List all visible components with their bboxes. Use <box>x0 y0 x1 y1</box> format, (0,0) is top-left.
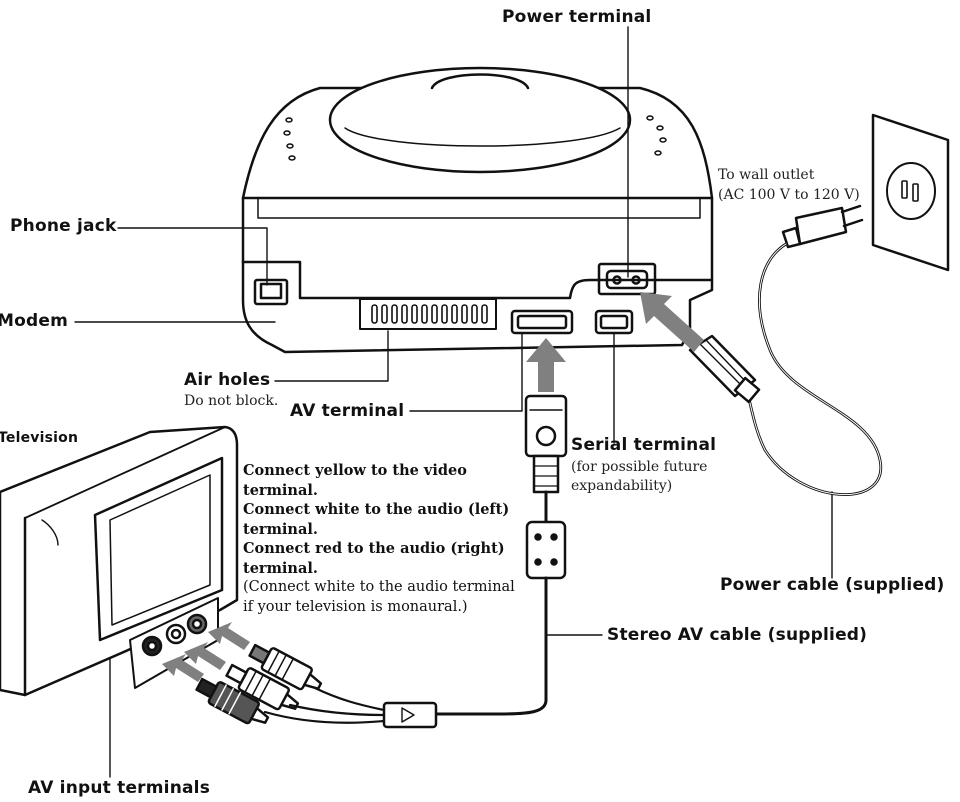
label-serial-terminal: Serial terminal <box>571 435 717 455</box>
label-modem: Modem <box>0 311 69 331</box>
instruction-line: Connect yellow to the video <box>243 462 467 479</box>
label-television: Television <box>0 430 79 446</box>
television <box>0 425 239 697</box>
av-terminal-port <box>510 309 574 335</box>
power-cable <box>688 204 883 496</box>
label-power-terminal: Power terminal <box>502 7 652 27</box>
instruction-line: terminal. <box>243 481 318 499</box>
instruction-line: Connect red to the audio (right) <box>243 540 505 557</box>
power-terminal-port <box>597 262 657 296</box>
instruction-line: (Connect white to the audio terminal <box>243 579 515 595</box>
phone-jack-port <box>253 278 289 306</box>
instruction-line: if your television is monaural.) <box>243 598 468 615</box>
wall-outlet <box>871 113 950 272</box>
instruction-line: terminal. <box>243 520 318 538</box>
label-serial-note-2: expandability) <box>571 478 673 494</box>
label-wall-outlet-2: (AC 100 V to 120 V) <box>718 187 860 203</box>
label-av-input-terminals: AV input terminals <box>28 778 211 798</box>
rca-plugs <box>195 643 323 725</box>
connection-instructions: Connect yellow to the video terminal. Co… <box>243 461 515 617</box>
air-holes-vent <box>359 298 497 330</box>
stereo-av-cable <box>263 394 568 729</box>
label-serial-note-1: (for possible future <box>571 459 708 475</box>
label-power-cable: Power cable (supplied) <box>720 575 945 595</box>
instruction-line: Connect white to the audio (left) <box>243 501 510 518</box>
console-body <box>241 66 714 354</box>
label-av-terminal: AV terminal <box>290 401 405 421</box>
label-stereo-av-cable: Stereo AV cable (supplied) <box>607 625 868 645</box>
instruction-line: terminal. <box>243 559 318 577</box>
label-air-holes: Air holes <box>184 370 271 390</box>
label-air-holes-note: Do not block. <box>184 393 279 409</box>
connection-arrows <box>162 292 704 682</box>
label-phone-jack: Phone jack <box>10 216 117 236</box>
label-wall-outlet-1: To wall outlet <box>718 167 815 183</box>
